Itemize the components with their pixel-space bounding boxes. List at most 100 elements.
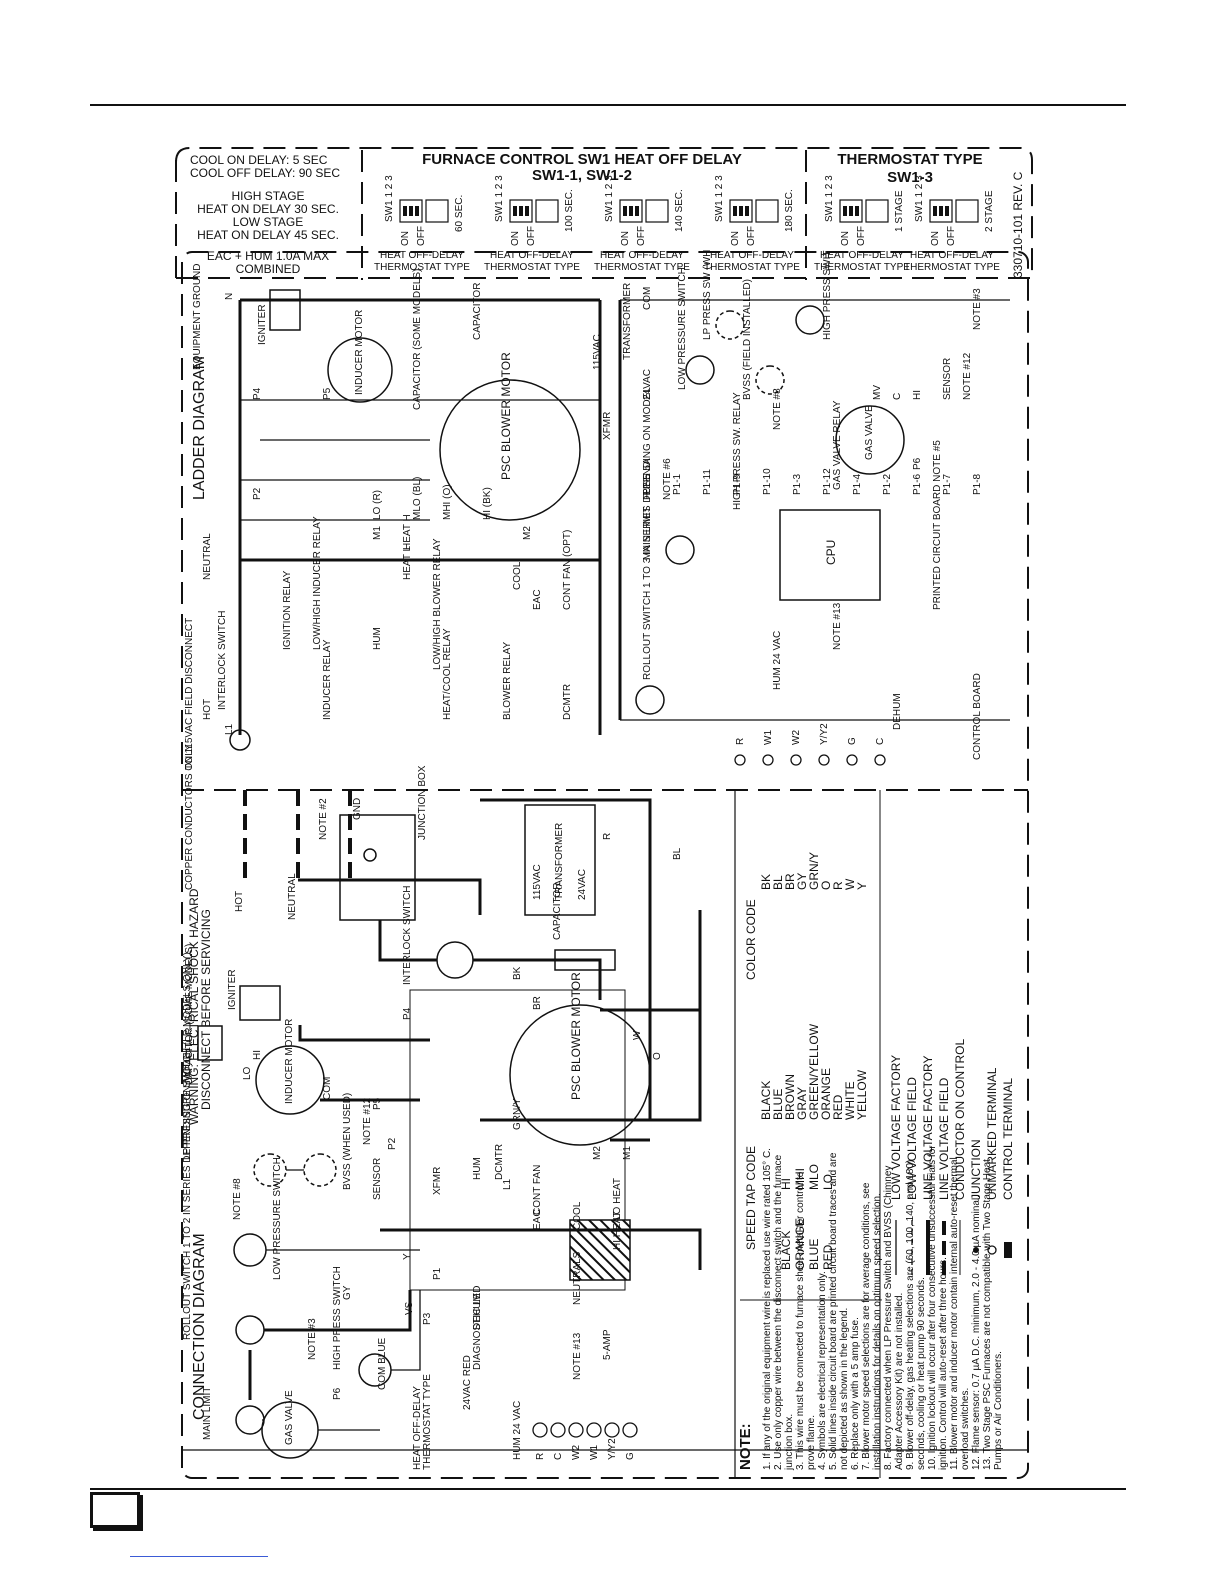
dip-on-label: ON [510, 231, 521, 246]
conn-p1: P1 [432, 1267, 443, 1280]
ladder-diagram-title: LADDER DIAGRAM [191, 356, 208, 500]
ladder-field-disconnect: TO 115VAC FIELD DISCONNECT [184, 618, 195, 770]
conn-neutrals-label: NEUTRALS [572, 1251, 583, 1305]
dip-switch-label: SW1 1 2 3 [384, 175, 395, 222]
ladder-transformer: TRANSFORMER [622, 283, 633, 360]
ladder-fuse: FUSE 5A [642, 458, 653, 500]
dip-time-label: 100 SEC. [564, 189, 575, 232]
combined-label: COMBINED [236, 262, 301, 276]
ladder-pin-label: P1-11 [702, 469, 713, 495]
ladder-p6: P6 [912, 457, 923, 470]
conn-eac-label: EAC [532, 1209, 543, 1230]
conn-terminal-label: W2 [571, 1445, 582, 1460]
ladder-high-press-switch [795, 305, 825, 335]
note-line: 2. Use only copper wire between the disc… [773, 1154, 784, 1470]
ladder-rollout-switch [635, 685, 665, 715]
conn-igniter [239, 985, 281, 1021]
ladder-heat-l: HEAT L [402, 545, 413, 580]
ladder-pin-label: P1-3 [792, 473, 803, 495]
conn-hum-label: HUM [472, 1157, 483, 1180]
dip-caption-2: THERMOSTAT TYPE [594, 262, 690, 273]
ladder-gas-valve-label: GAS VALVE [864, 405, 875, 460]
dip-off-label: OFF [416, 226, 427, 246]
conn-inducer-capacitor [197, 1025, 223, 1061]
wiring-diagram: CONNECTION DIAGRAM WARNING: ELECTRICAL S… [181, 202, 1029, 1479]
conn-note3: NOTE #3 [307, 1318, 318, 1360]
dip-off-label: OFF [636, 226, 647, 246]
ladder-equipment-ground: EQUIPMENT GROUND [192, 264, 203, 371]
conn-dehum-label: DEHUM [472, 1293, 483, 1330]
conn-l1-label: L1 [502, 1178, 513, 1190]
legend-item: LINE VOLTAGE FACTORY [921, 1056, 935, 1201]
speed-tap-color: BLUE [807, 1239, 821, 1270]
conn-lp-switch-label: LP PRESSURE SWITCH (LP MODELS ONLY) [182, 952, 193, 1160]
dip-caption-2: THERMOSTAT TYPE [374, 262, 470, 273]
ladder-m2: M2 [522, 526, 533, 540]
conn-inducer-motor [255, 1045, 325, 1115]
ladder-mv: MV [872, 385, 883, 400]
ladder-pin-label: P1-5 [642, 473, 653, 495]
note-line: 10. Ignition lockout will occur after fo… [927, 1145, 938, 1470]
dip-on-label: ON [730, 231, 741, 246]
dip-caption-2: THERMOSTAT TYPE [814, 262, 910, 273]
legend-item: JUNCTION [969, 1139, 983, 1200]
conn-bvss-label: BVSS (WHEN USED) [342, 1093, 353, 1190]
conn-wire-label: BR [532, 996, 543, 1010]
ladder-dehum: DEHUM [892, 693, 903, 730]
legend-item: CONDUCTOR ON CONTROL [953, 1039, 967, 1200]
conn-neutral-label: NEUTRAL [287, 873, 298, 920]
ladder-dcmtr: DCMTR [562, 684, 573, 720]
ladder-rollout-label: ROLLOUT SWITCH 1 TO 3 IN SERIES DEPENDIN… [642, 387, 653, 680]
ladder-pin-label: P1-6 [912, 473, 923, 495]
part-number: 330710-101 REV. C [1011, 171, 1025, 278]
ladder-pin-label: P1-10 [762, 468, 773, 495]
ladder-inducer-relay: INDUCER RELAY [322, 639, 333, 720]
note-line: 12. Flame sensor: 0.7 µA D.C. minimum, 2… [971, 1195, 982, 1470]
ladder-low-pressure-switch [685, 355, 715, 385]
ladder-note13: NOTE #13 [832, 602, 843, 650]
color-code-abbrev: BR [783, 873, 797, 890]
color-code-color: GREEN/YELLOW [807, 1023, 821, 1120]
note-line: 4. Symbols are electrical representation… [817, 1271, 828, 1470]
dip-switch-label: SW1 1 2 3 [494, 175, 505, 222]
note-line: Adapter Accessory Kit) are not installed… [894, 1293, 905, 1470]
ladder-pin-label: P1-12 [822, 468, 833, 495]
conn-bvss [303, 1153, 337, 1187]
dip-switch-label: SW1 1 2 3 [914, 175, 925, 222]
ladder-m1: M1 [372, 526, 383, 540]
ladder-pin-label: P1-8 [972, 473, 983, 495]
conn-capacitor-some: CAPACITOR (SOME MODELS) [184, 944, 195, 1085]
legend-item: CONTROL TERMINAL [1001, 1078, 1015, 1200]
conn-p6: P6 [332, 1387, 343, 1400]
dip-switch-label: SW1 1 2 3 [824, 175, 835, 222]
ladder-igniter [269, 289, 301, 331]
ladder-high-press-relay: HIGH PRESS SW. RELAY [732, 392, 743, 510]
conn-thermostat-type: THERMOSTAT TYPE [422, 1374, 433, 1470]
ladder-eac: EAC [532, 589, 543, 610]
color-code-abbrev: W [843, 878, 857, 890]
conn-p2: P2 [387, 1137, 398, 1150]
high-stage-label: HIGH STAGE [231, 189, 304, 203]
ladder-cool: COOL [512, 561, 523, 590]
dip-on-label: ON [840, 231, 851, 246]
conn-5amp: 5-AMP [602, 1329, 613, 1360]
conn-terminal-label: Y/Y2 [607, 1438, 618, 1460]
bottom-rule [90, 1488, 1126, 1490]
notes-list: 1. If any of the original equipment wire… [762, 1145, 1004, 1471]
color-code-color: BROWN [783, 1074, 797, 1120]
conn-sensor-label: SENSOR [372, 1158, 383, 1200]
conn-rollout-switch [235, 1315, 265, 1345]
dip-caption-1: HEAT OFF-DELAY [490, 250, 574, 261]
ladder-p5: P5 [322, 387, 333, 400]
conn-main-limit [235, 1405, 265, 1435]
conn-transformer-label: TRANSFORMER [554, 823, 565, 900]
note-line: 13. Two Stage PSC Furnaces are not compa… [982, 1159, 993, 1470]
conn-heat-off-delay: HEAT OFF-DELAY [412, 1386, 423, 1470]
color-code-abbrev: R [831, 881, 845, 890]
speed-tap-code: LO [821, 1174, 835, 1190]
color-code-color: BLUE [771, 1089, 785, 1120]
conn-capacitor-label: CAPACITOR [552, 883, 563, 940]
